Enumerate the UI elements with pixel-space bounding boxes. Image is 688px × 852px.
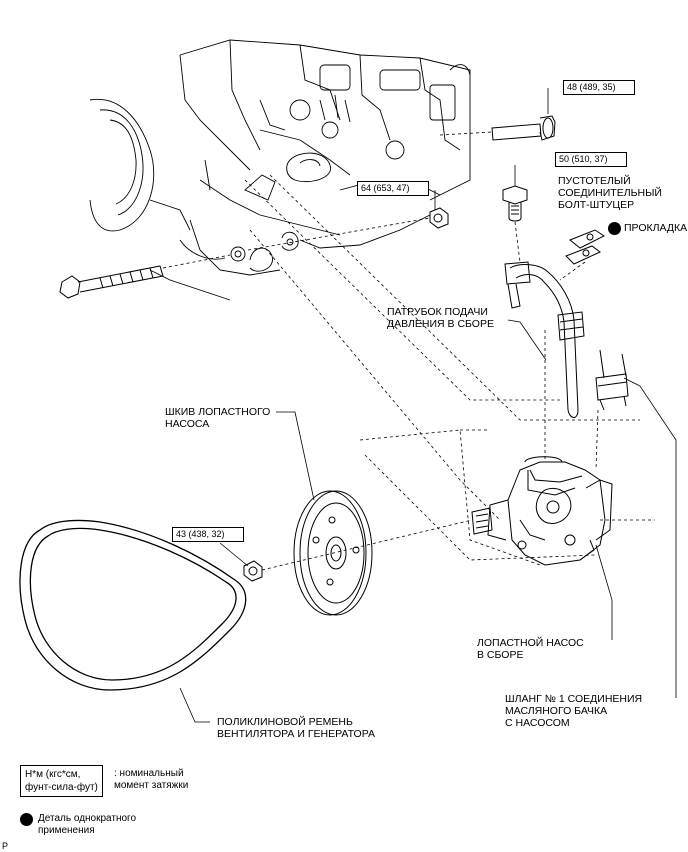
corner-mark: P	[2, 841, 9, 851]
torque-64-value: 64 (653, 47)	[361, 183, 410, 193]
leader-lines	[179, 88, 677, 723]
torque-48-value: 48 (489, 35)	[567, 82, 616, 92]
gaskets	[565, 229, 605, 265]
nut-64	[429, 207, 449, 229]
bolt-48	[491, 115, 556, 141]
torque-43-value: 43 (438, 32)	[176, 529, 225, 539]
legend-non-reusable-desc: Деталь однократного применения	[38, 813, 137, 836]
non-reusable-icon	[608, 222, 621, 235]
pump-pulley	[293, 490, 373, 616]
nut-43	[243, 560, 263, 582]
union-bolt-label: ПУСТОТЕЛЫЙ СОЕДИНИТЕЛЬНЫЙ БОЛТ-ШТУЦЕР	[558, 175, 662, 211]
torque-43: 43 (438, 32)	[172, 527, 244, 542]
belt-label: ПОЛИКЛИНОВОЙ РЕМЕНЬ ВЕНТИЛЯТОРА И ГЕНЕРА…	[217, 716, 375, 740]
legend-non-reusable-icon	[20, 813, 33, 826]
legend-unit-box: Н*м (кгс*см, фунт-сила-фут)	[20, 765, 103, 797]
pulley-label: ШКИВ ЛОПАСТНОГО НАСОСА	[165, 406, 271, 430]
union-bolt	[502, 185, 528, 222]
pressure-tube	[504, 261, 585, 418]
gasket-label: ПРОКЛАДКА	[624, 222, 688, 234]
torque-64: 64 (653, 47)	[357, 181, 429, 196]
long-bolt	[59, 265, 164, 299]
torque-50-value: 50 (510, 37)	[559, 154, 608, 164]
vane-pump	[471, 456, 613, 566]
pressure-tube-label: ПАТРУБОК ПОДАЧИ ДАВЛЕНИЯ В СБОРЕ	[387, 306, 494, 330]
v-ribbed-belt	[19, 519, 247, 691]
torque-50: 50 (510, 37)	[555, 152, 627, 167]
engine-block	[89, 39, 471, 301]
hose-label: ШЛАНГ № 1 СОЕДИНЕНИЯ МАСЛЯНОГО БАЧКА С Н…	[505, 693, 643, 729]
alignment-lines	[162, 131, 655, 571]
pump-label: ЛОПАСТНОЙ НАСОС В СБОРЕ	[477, 637, 584, 661]
hose-1	[595, 349, 629, 411]
legend-unit-desc: : номинальный момент затяжки	[114, 768, 189, 791]
torque-48: 48 (489, 35)	[563, 80, 635, 95]
